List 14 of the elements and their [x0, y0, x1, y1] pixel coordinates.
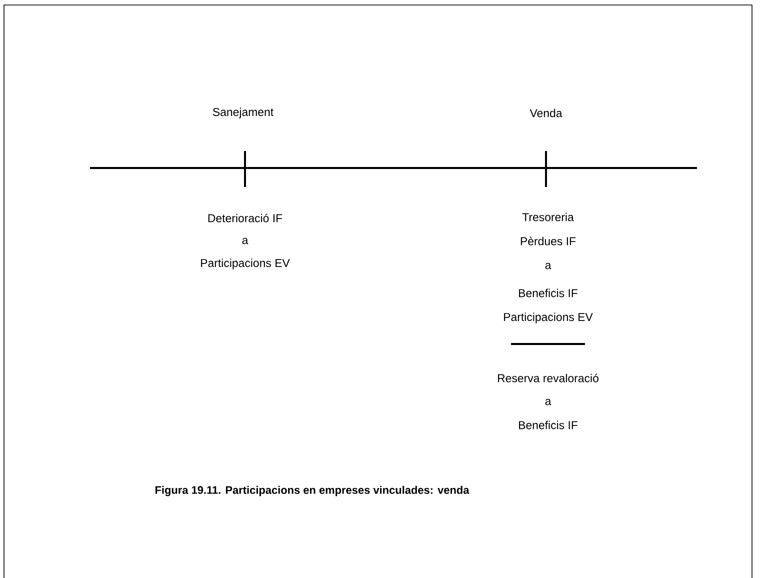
entry-text: a	[545, 262, 552, 270]
entry-text: Reserva revaloració	[498, 374, 598, 382]
entry-text: Beneficis IF	[519, 420, 578, 430]
entry-text: a	[545, 398, 552, 406]
event-label: Sanejament	[212, 108, 274, 118]
entry-text: Deterioració IF	[208, 214, 282, 222]
entry-text: Tresoreria	[522, 212, 574, 222]
entry-text: Beneficis IF	[519, 288, 578, 298]
entry-text: Participacions EV	[504, 312, 593, 324]
entry-text: Pèrdues IF	[520, 236, 576, 246]
entry-text: a	[242, 238, 248, 244]
entry-text: Participacions EV	[201, 258, 290, 270]
event-label: Venda	[530, 108, 562, 118]
figure-caption: Figura 19.11. Participacions en empreses vinculades: venda	[156, 486, 470, 496]
